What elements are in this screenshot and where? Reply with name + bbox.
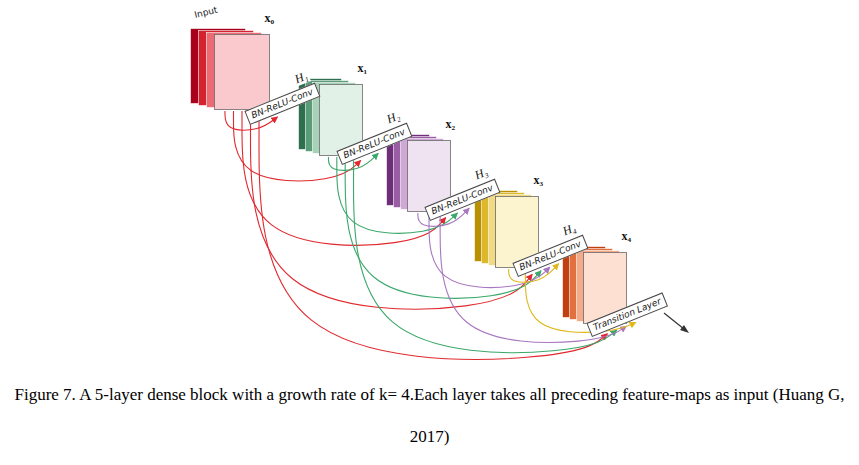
feature-map — [215, 35, 270, 110]
feature-map-label: x₄ — [621, 230, 631, 243]
feature-map-label: x₃ — [533, 174, 543, 187]
output-arrow — [664, 313, 689, 333]
layer-name: H₃ — [472, 165, 491, 183]
feature-maps — [190, 12, 270, 110]
figure-caption: Figure 7. A 5-layer dense block with a g… — [10, 374, 849, 458]
dense-connection — [251, 111, 533, 309]
feature-map-label: x₁ — [357, 62, 367, 75]
layer-name: H₄ — [560, 221, 579, 239]
feature-map-label: x₂ — [445, 118, 455, 131]
input-label: Input — [193, 5, 218, 21]
output-line — [664, 313, 684, 329]
feature-map-stack: Inputx₀ — [190, 12, 270, 110]
layer-name: H₂ — [384, 109, 403, 127]
feature-map-label: x₀ — [264, 12, 274, 25]
output-arrowhead — [680, 325, 689, 333]
